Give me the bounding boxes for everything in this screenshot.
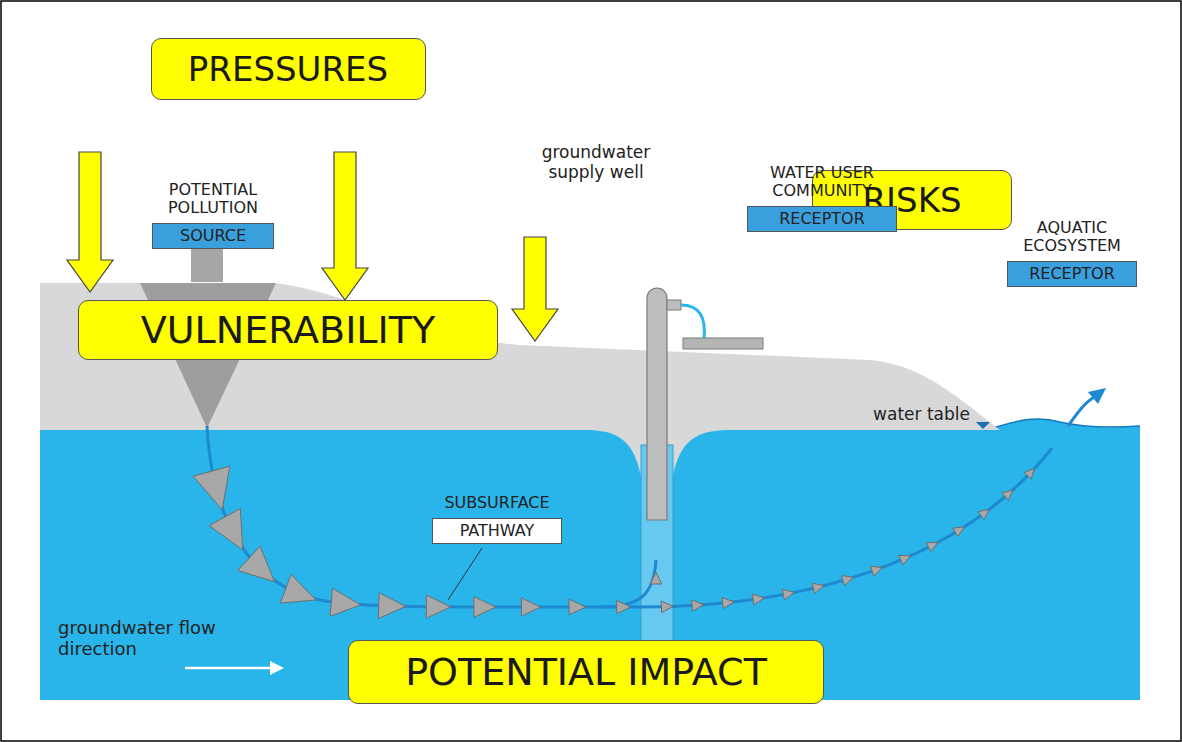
flow-triangle bbox=[1024, 469, 1034, 480]
key-term: PRESSURES bbox=[188, 49, 388, 89]
outflow-arrow bbox=[1068, 396, 1096, 426]
flow-triangle bbox=[521, 598, 540, 616]
flow-line bbox=[600, 560, 656, 607]
outflow-arrowhead bbox=[1088, 388, 1106, 404]
flow-line bbox=[640, 448, 1052, 607]
stream-surface bbox=[985, 419, 1140, 434]
water-table-marker bbox=[976, 422, 990, 429]
role-tag: SOURCE bbox=[152, 223, 274, 249]
role-tag: PATHWAY bbox=[432, 518, 562, 544]
annotation-label: groundwater supply well bbox=[526, 143, 666, 182]
flow-direction-arrow bbox=[185, 667, 272, 670]
flow-triangle bbox=[692, 600, 704, 611]
flow-triangle bbox=[899, 555, 911, 564]
component-box: POTENTIAL POLLUTION SOURCE bbox=[152, 181, 274, 249]
pressure-arrow bbox=[322, 152, 368, 300]
flow-triangle bbox=[238, 546, 275, 582]
flow-triangle bbox=[752, 594, 764, 605]
pressure-arrow bbox=[67, 152, 113, 292]
flow-triangle bbox=[978, 509, 989, 519]
flow-triangle bbox=[870, 566, 882, 576]
label-box: POTENTIAL IMPACT bbox=[348, 640, 824, 704]
flow-triangle bbox=[953, 527, 965, 537]
tap-water bbox=[681, 305, 704, 338]
flow-triangle bbox=[841, 576, 853, 586]
key-term: VULNERABILITY bbox=[141, 308, 435, 352]
flow-triangle bbox=[617, 600, 631, 613]
label-box: PRESSURES bbox=[151, 38, 426, 100]
label-box: VULNERABILITY bbox=[78, 300, 498, 360]
flow-triangle bbox=[209, 509, 243, 550]
source-stem bbox=[191, 248, 223, 282]
flow-triangle bbox=[661, 601, 673, 612]
stream-wave bbox=[985, 419, 1140, 430]
key-term: POTENTIAL IMPACT bbox=[405, 650, 767, 694]
flow-direction-head bbox=[270, 661, 284, 675]
aquifer bbox=[40, 430, 1140, 700]
flow-triangle bbox=[782, 589, 794, 600]
role-heading: WATER USER COMMUNITY bbox=[747, 164, 897, 201]
flow-triangle bbox=[1002, 490, 1013, 500]
flow-triangle bbox=[722, 598, 734, 609]
leader-line bbox=[448, 548, 482, 600]
flow-triangle bbox=[569, 599, 586, 615]
flow-triangle bbox=[812, 583, 824, 593]
well-tap bbox=[667, 300, 681, 310]
role-heading: SUBSURFACE bbox=[432, 494, 562, 512]
flow-triangle bbox=[650, 572, 661, 584]
component-box: WATER USER COMMUNITY RECEPTOR bbox=[747, 164, 897, 232]
flow-triangle bbox=[474, 597, 496, 618]
component-box: AQUATIC ECOSYSTEM RECEPTOR bbox=[1007, 219, 1137, 287]
pressure-arrow bbox=[512, 237, 558, 341]
ground bbox=[40, 283, 1000, 430]
role-heading: POTENTIAL POLLUTION bbox=[152, 181, 274, 218]
user-platform bbox=[683, 338, 763, 349]
annotation-label: water table bbox=[873, 405, 970, 425]
role-heading: AQUATIC ECOSYSTEM bbox=[1007, 219, 1137, 256]
flow-line bbox=[207, 426, 640, 607]
flow-triangle bbox=[378, 593, 405, 619]
flow-triangle bbox=[330, 588, 361, 616]
annotation-label: groundwater flow direction bbox=[58, 618, 273, 659]
flow-triangle bbox=[280, 574, 316, 603]
flow-triangle bbox=[426, 595, 451, 618]
well-pipe bbox=[647, 288, 667, 520]
flow-triangle bbox=[926, 542, 938, 551]
flow-triangle bbox=[193, 466, 230, 510]
role-tag: RECEPTOR bbox=[747, 206, 897, 232]
role-tag: RECEPTOR bbox=[1007, 261, 1137, 287]
component-box: SUBSURFACE PATHWAY bbox=[432, 494, 562, 544]
